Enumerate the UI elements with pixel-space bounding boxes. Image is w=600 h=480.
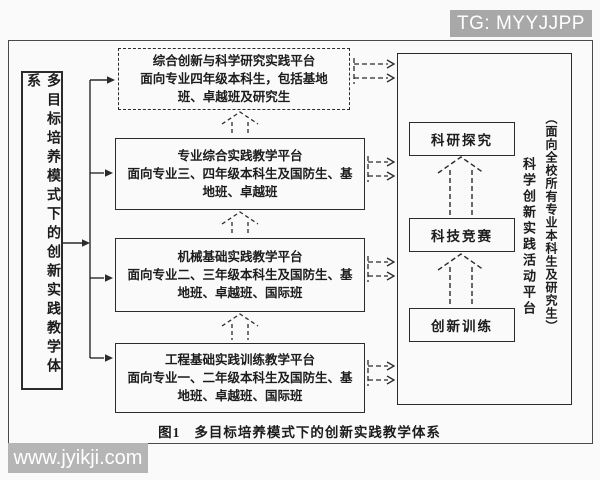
platform-desc: 面向专业二、三年级本科生及国防生、基地班、卓越班、国际班 [127, 267, 353, 301]
platform-box-professional-practice: 专业综合实践教学平台 面向专业三、四年级本科生及国防生、基地班、卓越班 [115, 138, 365, 210]
activity-box-research-exploration: 科研探究 [409, 122, 515, 156]
telegram-watermark-badge: TG: MYYJJPP [450, 10, 592, 37]
site-watermark: www.jyikji.com [8, 443, 148, 473]
platform-title: 专业综合实践教学平台 [177, 148, 303, 163]
platform-box-engineering-foundation: 工程基础实践训练教学平台 面向专业一、二年级本科生及国防生、基地班、卓越班、国际… [115, 343, 365, 413]
platform-desc: 面向专业一、二年级本科生及国防生、基地班、卓越班、国际班 [127, 370, 353, 404]
science-innovation-platform-box [397, 53, 572, 405]
diagram-outer-frame [8, 40, 593, 444]
platform-box-comprehensive-innovation: 综合创新与科学研究实践平台 面向专业四年级本科生，包括基地班、卓越班及研究生 [118, 48, 350, 110]
platform-desc: 面向专业三、四年级本科生及国防生、基地班、卓越班 [127, 166, 353, 200]
platform-title: 工程基础实践训练教学平台 [164, 352, 315, 367]
system-label-box: 多目标培养模式下的创新实践教学体系 [21, 71, 63, 390]
figure-caption: 图1 多目标培养模式下的创新实践教学体系 [8, 421, 591, 441]
activity-platform-scope-label: （面向全校所有专业本科生及研究生） [544, 112, 558, 333]
platform-title: 机械基础实践教学平台 [177, 249, 303, 264]
platform-box-mechanical-foundation: 机械基础实践教学平台 面向专业二、三年级本科生及国防生、基地班、卓越班、国际班 [115, 238, 365, 312]
activity-platform-label: 科学创新实践活动平台 [521, 157, 536, 317]
figure-number: 图1 [158, 425, 181, 440]
platform-desc: 面向专业四年级本科生，包括基地班、卓越班及研究生 [140, 71, 328, 105]
platform-title: 综合创新与科学研究实践平台 [152, 53, 316, 68]
activity-box-tech-competition: 科技竞赛 [409, 218, 515, 252]
figure-title: 多目标培养模式下的创新实践教学体系 [194, 425, 441, 440]
activity-box-innovation-training: 创新训练 [409, 308, 515, 342]
